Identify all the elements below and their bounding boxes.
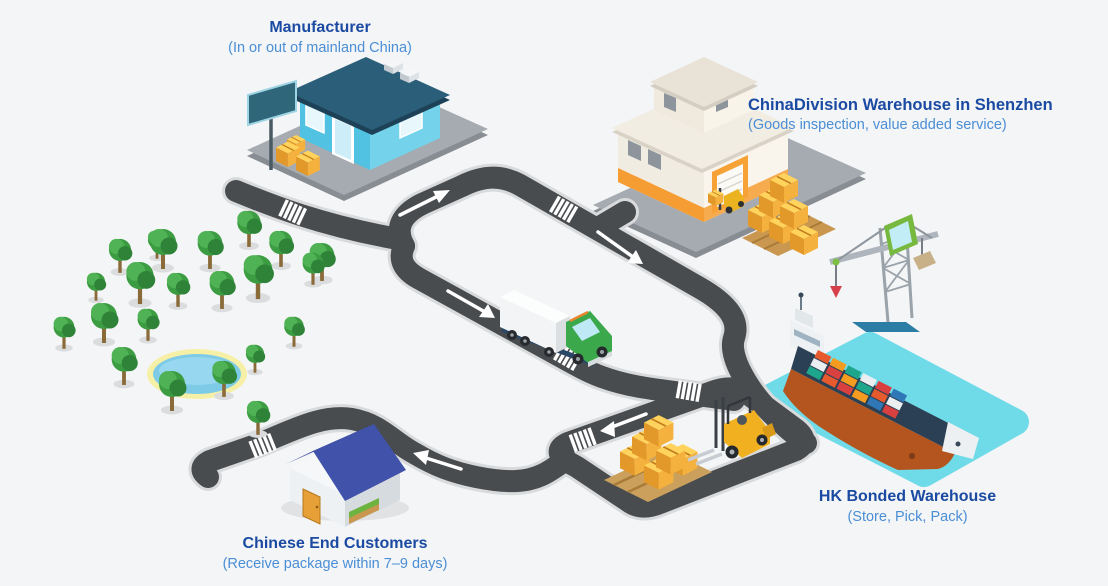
manufacturer-title: Manufacturer bbox=[269, 19, 371, 36]
customer-house-icon bbox=[281, 424, 409, 527]
end-customers-title: Chinese End Customers bbox=[242, 535, 428, 552]
pallet-boxes-icon bbox=[742, 172, 836, 256]
hk-warehouse-title: HK Bonded Warehouse bbox=[818, 488, 997, 505]
bay-forklift-icon bbox=[707, 188, 744, 214]
manufacturer-shop-icon bbox=[288, 57, 450, 170]
container-ship-icon bbox=[783, 292, 979, 470]
harbor-crane-icon bbox=[829, 214, 939, 332]
trees-icon bbox=[53, 210, 336, 438]
end-customers-subtitle: (Receive package within 7–9 days) bbox=[222, 555, 448, 572]
billboard-icon bbox=[247, 79, 297, 170]
hk-warehouse-subtitle: (Store, Pick, Pack) bbox=[847, 508, 968, 525]
box-stack-icon bbox=[604, 414, 712, 502]
shenzhen-warehouse-label: ChinaDivision Warehouse in Shenzhen (Goo… bbox=[748, 94, 1108, 136]
shenzhen-warehouse-title: ChinaDivision Warehouse in Shenzhen bbox=[748, 96, 1053, 114]
forklift-icon bbox=[687, 395, 776, 466]
manufacturer-label: Manufacturer (In or out of mainland Chin… bbox=[195, 17, 445, 58]
end-customers-label: Chinese End Customers (Receive package w… bbox=[180, 533, 490, 574]
delivery-truck-icon bbox=[500, 290, 612, 367]
manufacturer-subtitle: (In or out of mainland China) bbox=[228, 39, 412, 56]
shenzhen-warehouse-icon bbox=[612, 57, 794, 222]
hk-warehouse-label: HK Bonded Warehouse (Store, Pick, Pack) bbox=[775, 486, 1040, 527]
flow-arrows bbox=[398, 190, 648, 471]
shenzhen-warehouse-subtitle: (Goods inspection, value added service) bbox=[748, 117, 1007, 134]
ac-unit-icon bbox=[384, 59, 419, 83]
